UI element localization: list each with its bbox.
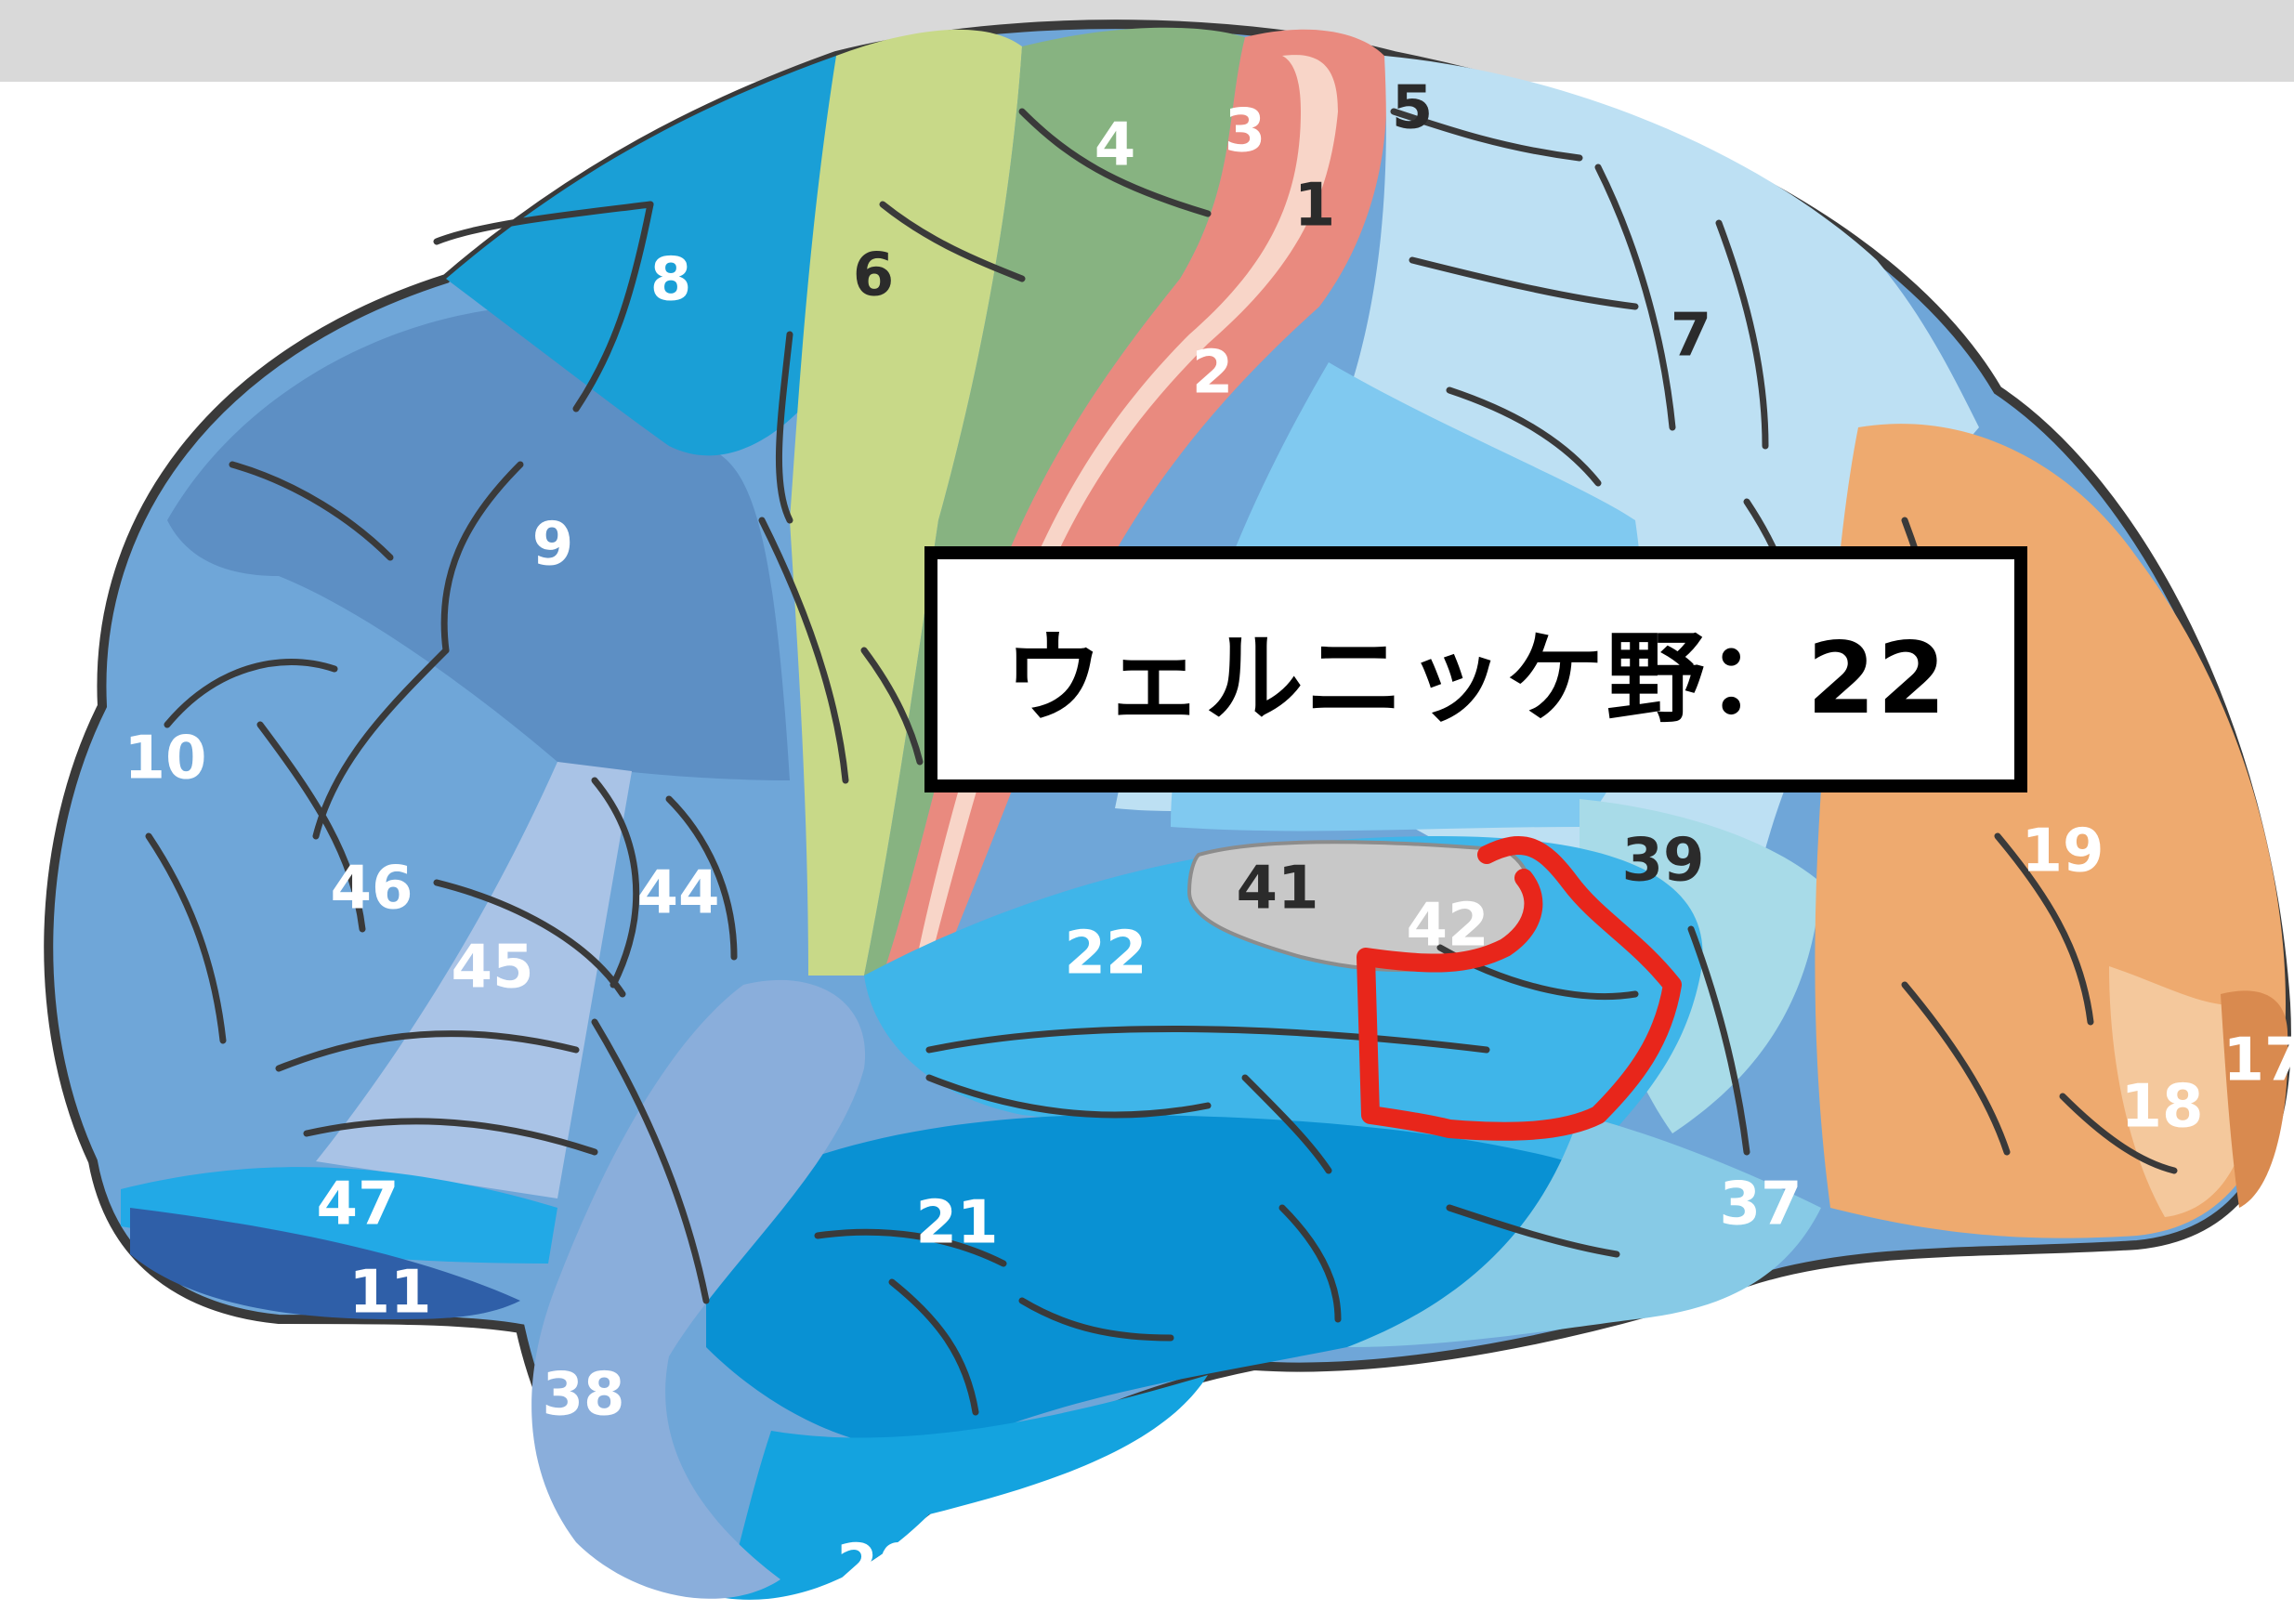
area-label-19: 19 <box>2021 818 2104 886</box>
wernicke-highlight <box>1357 836 1682 1141</box>
area-label-47: 47 <box>316 1171 399 1239</box>
area-label-3: 3 <box>1225 98 1266 166</box>
area-label-5: 5 <box>1392 74 1434 143</box>
area-label-8: 8 <box>650 246 692 315</box>
area-38-region <box>531 979 866 1599</box>
area-21-region <box>706 1115 1598 1451</box>
area-label-6: 6 <box>853 242 895 310</box>
area-9-region <box>167 307 790 780</box>
area-label-38: 38 <box>542 1361 624 1430</box>
area-37-region <box>1347 1115 1821 1347</box>
area-label-20: 20 <box>836 1533 919 1602</box>
area-label-21: 21 <box>915 1189 998 1258</box>
area-45-region <box>316 762 632 1198</box>
area-20-region <box>725 1375 1208 1600</box>
area-label-41: 41 <box>1236 855 1318 923</box>
sulci-lines <box>145 108 2178 1416</box>
area-4-region <box>864 27 1245 976</box>
area-label-17: 17 <box>2222 1027 2294 1095</box>
area-label-2: 2 <box>1192 339 1234 408</box>
area-label-11: 11 <box>348 1259 431 1328</box>
area-label-39: 39 <box>1621 827 1704 896</box>
area-label-9: 9 <box>532 511 574 580</box>
area-label-22: 22 <box>1064 920 1147 989</box>
area-labels: 1234567891011171819202122373839414244454… <box>124 74 2294 1602</box>
area-label-42: 42 <box>1406 892 1488 961</box>
area-label-37: 37 <box>1719 1171 1802 1239</box>
area-label-44: 44 <box>636 859 719 928</box>
callout-text: ウェルニッケ野：22 <box>1003 621 1948 736</box>
area-label-1: 1 <box>1294 172 1336 241</box>
callout-box: ウェルニッケ野：22 <box>924 546 2027 792</box>
area-17-region <box>2221 990 2288 1208</box>
area-18-region <box>2109 966 2254 1217</box>
area-label-18: 18 <box>2120 1073 2203 1142</box>
area-label-4: 4 <box>1095 111 1136 180</box>
area-label-46: 46 <box>330 855 413 923</box>
area-6-region <box>790 29 1022 976</box>
area-11-region <box>130 1208 520 1319</box>
area-label-10: 10 <box>124 725 206 793</box>
area-label-7: 7 <box>1671 302 1712 371</box>
area-label-45: 45 <box>451 934 533 1002</box>
